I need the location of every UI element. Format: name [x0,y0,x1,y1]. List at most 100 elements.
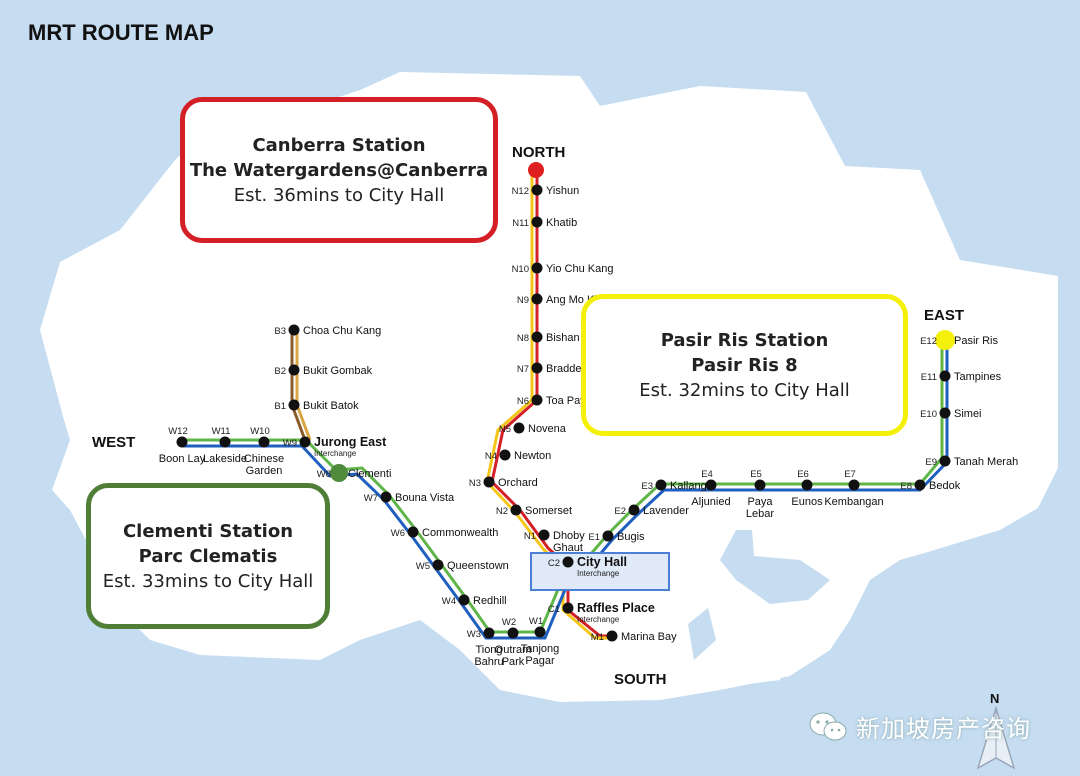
station-name: Novena [528,423,567,435]
north-south-line [485,172,612,640]
callout-canberra-station: Canberra Station [252,134,426,156]
station-code: N1 [524,531,536,542]
station-marker [288,364,300,376]
station-marker [513,422,525,434]
callout-clementi-project: Parc Clematis [138,545,278,567]
station-marker [939,455,951,467]
station-name: Lakeside [203,453,247,465]
station-code: W11 [212,426,231,437]
callout-clementi-station: Clementi Station [122,520,294,542]
direction-north: NORTH [512,144,565,161]
station-code: N2 [496,506,508,517]
station-marker [705,479,717,491]
station-marker [914,479,926,491]
station-code: N5 [499,424,511,435]
station-name: Commonwealth [422,527,498,539]
station-code: E12 [920,336,937,347]
callout-canberra: Canberra Station The Watergardens@Canber… [180,97,498,243]
station-code: E11 [921,372,937,383]
station-name: Marina Bay [621,631,677,643]
station-code: B2 [274,366,286,377]
station-n5: N5 Novena [499,422,567,435]
station-marker [939,407,951,419]
station-name: Raffles Place [577,601,655,615]
map-title: MRT ROUTE MAP [28,20,214,45]
station-name: Choa Chu Kang [303,325,381,337]
station-code: E8 [900,481,912,492]
station-marker [562,556,574,568]
station-name: Newton [514,450,551,462]
callout-clementi-time: Est. 33mins to City Hall [102,570,314,592]
station-interchange-label: Interchange [577,615,620,624]
svg-text:N: N [990,691,999,706]
station-code: W12 [168,426,188,437]
station-code: N6 [517,396,529,407]
station-marker [628,504,640,516]
station-name: Aljunied [691,496,730,508]
station-n4: N4 Newton [485,449,551,462]
east-west-line-west [182,438,576,640]
station-marker [483,476,495,488]
station-code: C2 [548,558,560,569]
callout-pasir-ris: Pasir Ris Station Pasir Ris 8 Est. 32min… [581,294,908,436]
wechat-icon [809,712,847,740]
station-marker [534,626,546,638]
station-code: N7 [517,364,529,375]
station-code: E1 [588,532,600,543]
station-code: W9 [283,438,297,449]
station-code: W4 [442,596,456,607]
station-name: Khatib [546,217,577,229]
station-marker [219,436,231,448]
station-name: Jurong East [314,435,387,449]
station-marker [531,184,543,196]
station-marker [330,464,348,482]
direction-south: SOUTH [614,671,667,688]
station-marker [380,491,392,503]
station-marker [483,627,495,639]
water-inlet-small [688,608,716,660]
station-name: Clementi [348,468,391,480]
station-code: E10 [920,409,937,420]
callout-canberra-time: Est. 36mins to City Hall [233,184,445,206]
station-code: E6 [797,469,809,480]
station-name: Yishun [546,185,579,197]
station-marker [499,449,511,461]
station-interchange-label: Interchange [577,569,620,578]
callout-canberra-project: The Watergardens@Canberra [189,159,489,181]
station-name: Tampines [954,371,1002,383]
station-code: E2 [614,506,626,517]
station-code: B3 [274,326,286,337]
station-code: W10 [250,426,270,437]
station-marker [176,436,188,448]
station-marker [848,479,860,491]
station-name: Bouna Vista [395,492,455,504]
station-marker [531,362,543,374]
station-code: E4 [701,469,713,480]
station-code: W1 [529,616,543,627]
station-code: W7 [364,493,378,504]
station-code: N4 [485,451,497,462]
island-southern-peninsula [690,610,800,690]
station-marker [562,602,574,614]
compass-icon: N [976,691,1016,770]
